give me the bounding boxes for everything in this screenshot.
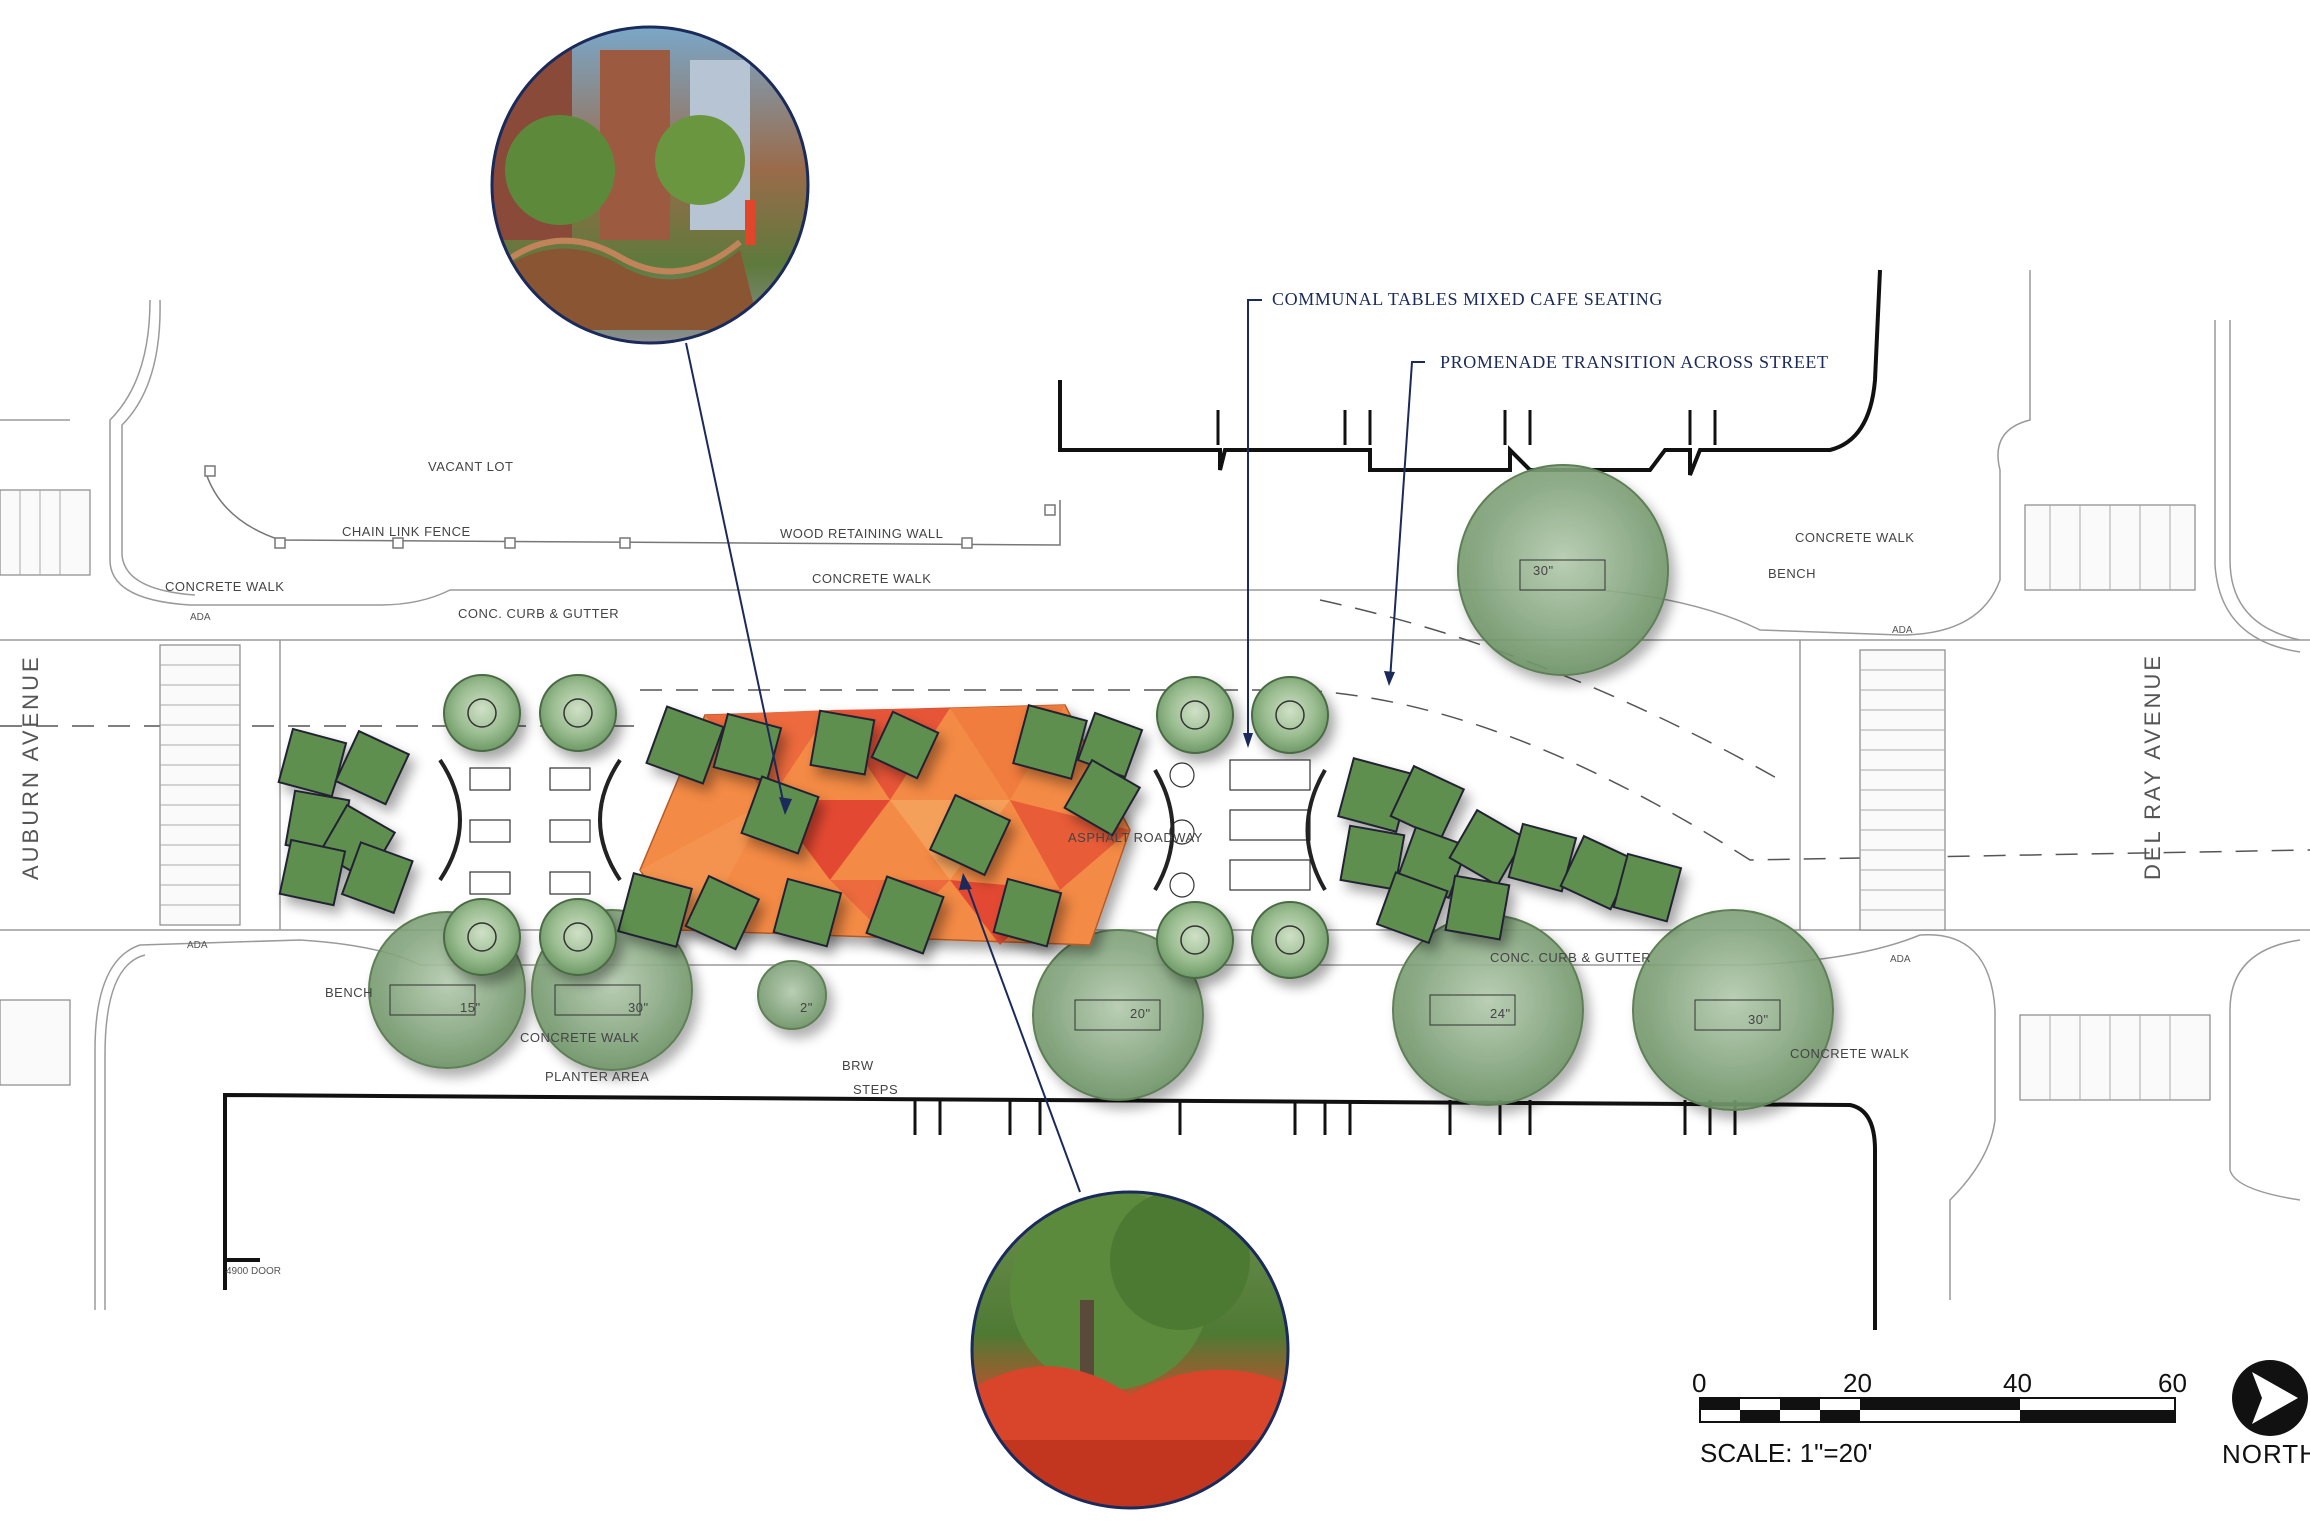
planter-cluster-east [1337,757,1683,945]
tree-pits [389,559,1781,1031]
seat-arcs [438,758,1327,892]
ada-mark-nw: ADA [190,612,211,623]
ada-mark-se: ADA [1890,954,1911,965]
ada-mark-sw: ADA [187,940,208,951]
caliper-s2: 30" [628,1000,649,1015]
label-concrete-walk-ne: CONCRETE WALK [1795,530,1914,545]
leader-lines [685,299,1425,1193]
label-planter-area: PLANTER AREA [545,1069,649,1084]
photo-callout-top [490,25,810,345]
caliper-s6: 30" [1748,1012,1769,1027]
callout-promenade: PROMENADE TRANSITION ACROSS STREET [1440,352,1829,372]
label-bench-n: BENCH [1768,566,1816,581]
label-door-4900: 4900 DOOR [226,1266,281,1277]
photo-callout-bottom [970,1190,1290,1510]
north-arrow [2232,1360,2308,1436]
label-chain-link: CHAIN LINK FENCE [342,524,471,539]
label-concrete-walk-sw: CONCRETE WALK [520,1030,639,1045]
label-bench-s: BENCH [325,985,373,1000]
scale-tick-40: 40 [2003,1368,2032,1398]
leader-arrowheads [779,671,1395,890]
scale-tick-60: 60 [2158,1368,2187,1398]
street-name-west: AUBURN AVENUE [18,654,43,880]
label-brw: BRW [842,1058,874,1073]
north-label: NORTH [2222,1439,2310,1469]
label-concrete-walk-n: CONCRETE WALK [812,571,931,586]
building-line-south [223,1092,1877,1330]
label-concrete-walk-se: CONCRETE WALK [1790,1046,1909,1061]
callout-communal: COMMUNAL TABLES MIXED CAFE SEATING [1272,289,1663,309]
scale-bar [1699,1397,2176,1423]
caliper-s1: 15" [460,1000,481,1015]
tree-canopy-s3 [757,960,827,1030]
tree-canopy-s4 [1032,929,1204,1101]
fence-line [204,465,1061,549]
label-curb-gutter-s: CONC. CURB & GUTTER [1490,950,1651,965]
label-curb-gutter-n: CONC. CURB & GUTTER [458,606,619,621]
canopy-trees [368,464,1834,1111]
label-concrete-walk-nw: CONCRETE WALK [165,579,284,594]
street-name-east: DEL RAY AVENUE [2140,653,2165,880]
crosswalk-nw [0,489,91,576]
label-steps: STEPS [853,1082,898,1097]
tree-canopy-s5 [1392,914,1584,1106]
street-linework [0,270,2310,1310]
scale-tick-20: 20 [1843,1368,1872,1398]
label-vacant-lot: VACANT LOT [428,459,513,474]
cafe-tables [469,759,1311,898]
caliper-s4: 20" [1130,1006,1151,1021]
caliper-s3: 2" [800,1000,813,1015]
crosswalk-stripes [19,490,2171,1100]
caliper-s5: 24" [1490,1006,1511,1021]
label-asphalt: ASPHALT ROADWAY [1068,830,1203,845]
round-tree-rings [467,698,1305,955]
crosswalk-se [2019,1014,2211,1101]
crosswalk-sw [0,999,71,1086]
planter-cluster-plaza [617,704,1144,955]
door-ticks [913,410,1737,1135]
ada-mark-ne: ADA [1892,625,1913,636]
tree-canopy-n1 [1457,464,1669,676]
planter-cluster-west [277,727,414,915]
tree-canopy-s6 [1632,909,1834,1111]
scale-tick-0: 0 [1692,1368,1706,1398]
round-trees [443,674,1329,979]
planters [277,704,1683,955]
caliper-n1: 30" [1533,563,1554,578]
building-line-north [1058,269,1882,476]
scale-label: SCALE: 1"=20' [1700,1438,1872,1468]
label-wood-wall: WOOD RETAINING WALL [780,526,943,541]
